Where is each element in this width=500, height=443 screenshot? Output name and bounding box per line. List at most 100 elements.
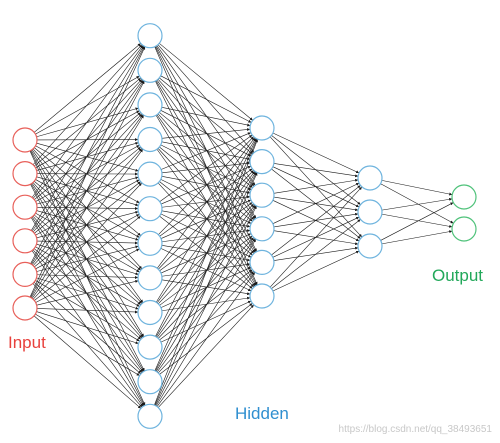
connection-edge <box>155 115 257 286</box>
connection-edge <box>36 274 139 279</box>
connection-edge <box>34 147 141 236</box>
hidden-3-neuron <box>357 199 383 225</box>
connection-edge <box>155 45 257 219</box>
hidden-2-neuron <box>249 216 275 242</box>
input-layer-label: Input <box>8 333 46 352</box>
connection-edge <box>36 240 139 245</box>
connection-edge <box>160 132 252 170</box>
connection-edge <box>160 75 252 123</box>
hidden-2-neuron <box>249 115 275 141</box>
connection-edge <box>35 280 140 342</box>
connection-edge <box>161 176 251 194</box>
connection-edge <box>159 112 253 188</box>
connection-edge <box>272 182 360 224</box>
connection-edge <box>156 137 256 269</box>
connection-edge <box>36 142 139 171</box>
connection-edge <box>159 181 253 256</box>
connection-edge <box>157 182 255 288</box>
connection-edge <box>155 138 257 303</box>
hidden-2-neuron <box>249 249 275 275</box>
connection-edge <box>381 180 453 196</box>
connection-edge <box>32 215 143 339</box>
connection-edge <box>35 179 140 236</box>
connection-edge <box>161 245 251 262</box>
connection-edge <box>30 183 145 372</box>
connection-edge <box>34 215 141 301</box>
connection-edge <box>156 149 256 287</box>
hidden-1-neuron <box>137 126 163 153</box>
connection-edge <box>35 313 140 376</box>
connection-edge <box>156 114 256 253</box>
connection-edge <box>32 44 143 165</box>
connection-edge <box>157 79 255 187</box>
connection-edge <box>36 176 139 207</box>
connection-edge <box>32 249 143 373</box>
connection-edge <box>160 248 252 292</box>
connection-edge <box>271 185 361 256</box>
connection-edge <box>36 279 139 306</box>
connection-edge <box>155 205 257 406</box>
connection-edge <box>159 134 253 202</box>
connection-edge <box>161 107 251 127</box>
connections <box>29 43 454 409</box>
connection-edge <box>30 80 145 298</box>
connection-edge <box>272 132 360 174</box>
connection-edge <box>156 271 256 407</box>
connection-edge <box>157 113 255 221</box>
connection-edge <box>32 148 143 270</box>
connection-edge <box>155 138 257 337</box>
input-neuron <box>12 295 38 321</box>
connection-edge <box>271 219 361 289</box>
connection-edge <box>33 248 142 340</box>
connection-edge <box>31 250 144 407</box>
hidden-3-neuron <box>357 233 383 259</box>
hidden-1-neuron <box>137 23 163 49</box>
connection-edge <box>160 144 252 191</box>
connection-edge <box>160 179 252 224</box>
connection-edge <box>160 213 252 258</box>
connection-edge <box>32 182 143 300</box>
connection-edge <box>31 216 144 373</box>
connection-edge <box>31 45 144 198</box>
connection-edge <box>30 46 145 264</box>
hidden-1-neuron <box>137 161 163 187</box>
connection-edge <box>156 79 256 220</box>
connection-edge <box>161 279 251 296</box>
output-neuron <box>451 216 477 242</box>
connection-edge <box>31 114 144 298</box>
watermark: https://blog.csdn.net/qq_38493651 <box>338 424 492 435</box>
connection-edge <box>36 207 139 211</box>
connection-edge <box>161 141 251 161</box>
connection-edge <box>380 202 454 241</box>
output-neuron <box>451 184 477 210</box>
hidden-1-neuron <box>137 230 163 256</box>
hidden-1-neuron <box>137 57 163 83</box>
connection-edge <box>156 45 256 186</box>
connection-edge <box>33 315 142 409</box>
connection-edge <box>154 138 258 371</box>
connection-edge <box>157 304 255 408</box>
connection-edge <box>158 136 254 235</box>
connection-edge <box>160 233 252 274</box>
connection-edge <box>34 43 141 133</box>
connection-edge <box>35 179 140 238</box>
connection-edge <box>29 46 146 298</box>
connection-edge <box>381 213 453 228</box>
connection-edge <box>161 210 251 228</box>
hidden-1-neuron <box>137 403 163 429</box>
connection-edge <box>154 139 258 406</box>
connection-edge <box>160 165 252 205</box>
connection-edge <box>161 262 251 277</box>
connection-edge <box>161 128 251 139</box>
neurons <box>12 23 477 429</box>
connection-edge <box>159 146 253 222</box>
connection-edge <box>35 75 140 135</box>
connection-edge <box>154 172 258 406</box>
connection-edge <box>381 197 453 211</box>
connection-edge <box>155 80 257 253</box>
connection-edge <box>159 77 253 155</box>
connection-edge <box>159 215 253 289</box>
hidden-1-neuron <box>137 196 163 222</box>
connection-edge <box>35 248 140 303</box>
